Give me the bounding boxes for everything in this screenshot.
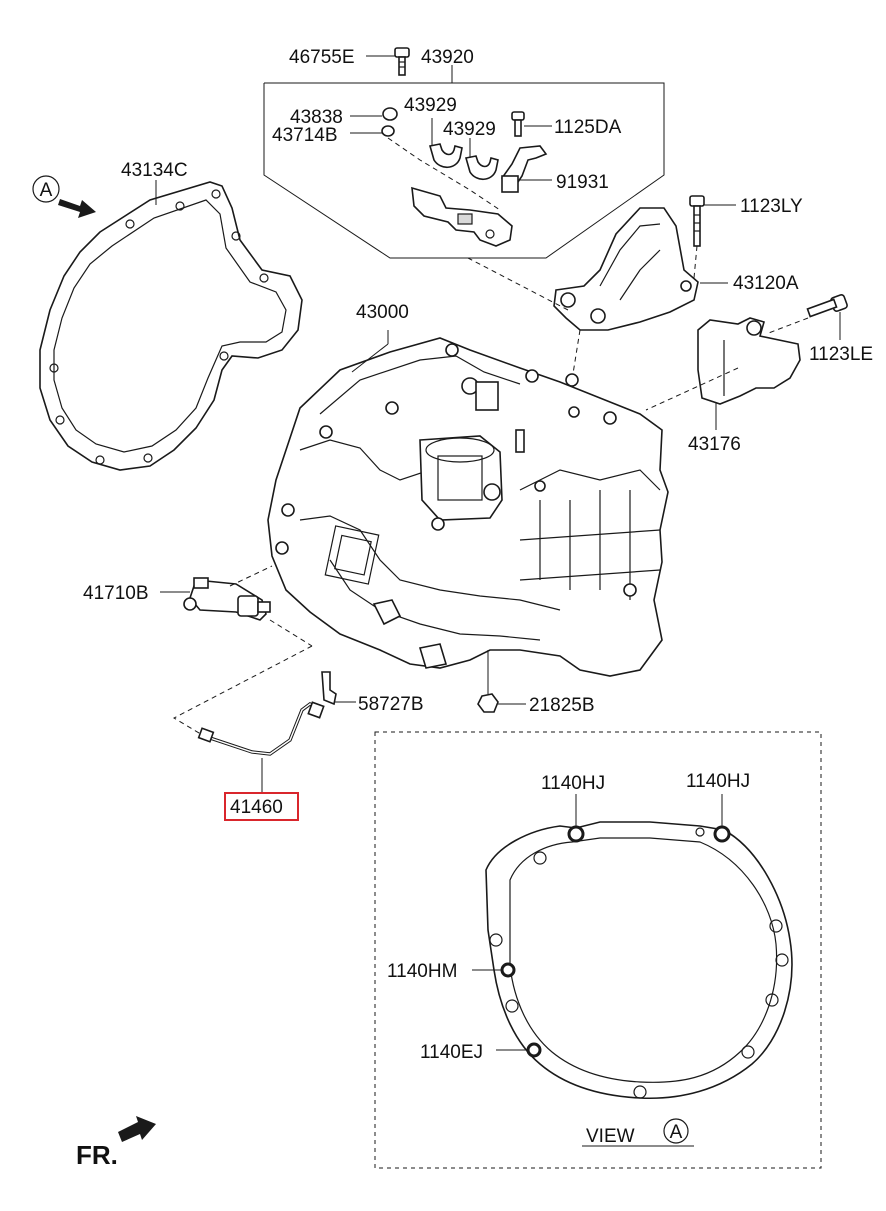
label-1140HJ-b: 1140HJ [686,771,750,792]
nut-43838 [350,107,398,121]
bracket-43120A [467,207,728,381]
label-43176: 43176 [688,434,741,455]
front-label: FR. [76,1140,118,1170]
view-caption: VIEW [586,1126,635,1147]
label-1140EJ: 1140EJ [420,1042,483,1063]
clip-58727B [321,671,356,706]
washer-43714B [350,125,501,211]
callout-labels: 46755E 43920 43838 43714B 43929 43929 11… [83,47,873,1063]
label-43000: 43000 [356,302,409,323]
gasket-43134C [39,180,303,471]
highlighted-part-41460[interactable]: 41460 [224,792,299,821]
front-indicator: FR. [76,1116,156,1170]
cylinder-41710B [160,565,313,647]
label-1125DA: 1125DA [554,117,622,138]
transaxle-43000 [267,330,669,677]
view-caption-letter: A [670,1122,683,1143]
label-41460[interactable]: 41460 [230,797,283,818]
label-58727B: 58727B [358,694,424,715]
clip-43929-b [464,138,499,181]
label-43838: 43838 [290,107,343,128]
svg-text:A: A [40,180,53,201]
bracket-43176 [645,317,801,430]
bracket-91931 [501,145,552,193]
group-43920-frame [263,65,665,259]
label-1123LE: 1123LE [809,344,873,365]
clip-43929-a [428,118,463,169]
label-1140HJ-a: 1140HJ [541,773,605,794]
tube-41460 [172,645,325,793]
label-21825B: 21825B [529,695,595,716]
view-a-box: VIEW A [374,731,822,1169]
bolt-1125DA [511,111,552,137]
label-43120A: 43120A [733,273,799,294]
bolt-1123LE [765,294,848,340]
label-1123LY: 1123LY [740,196,803,217]
label-43929-a: 43929 [404,95,457,116]
label-1140HM: 1140HM [387,961,457,982]
nut-21825B [477,650,526,713]
bolt-1123LY [689,195,736,279]
label-43134C: 43134C [121,160,188,181]
label-91931: 91931 [556,172,609,193]
view-a-marker: A [32,175,96,218]
label-43714B: 43714B [272,125,338,146]
shift-cable-bracket [411,186,513,247]
label-41710B: 41710B [83,583,149,604]
label-43920: 43920 [421,47,474,68]
label-43929-b: 43929 [443,119,496,140]
bolt-46755E [366,47,410,76]
label-46755E: 46755E [289,47,355,68]
